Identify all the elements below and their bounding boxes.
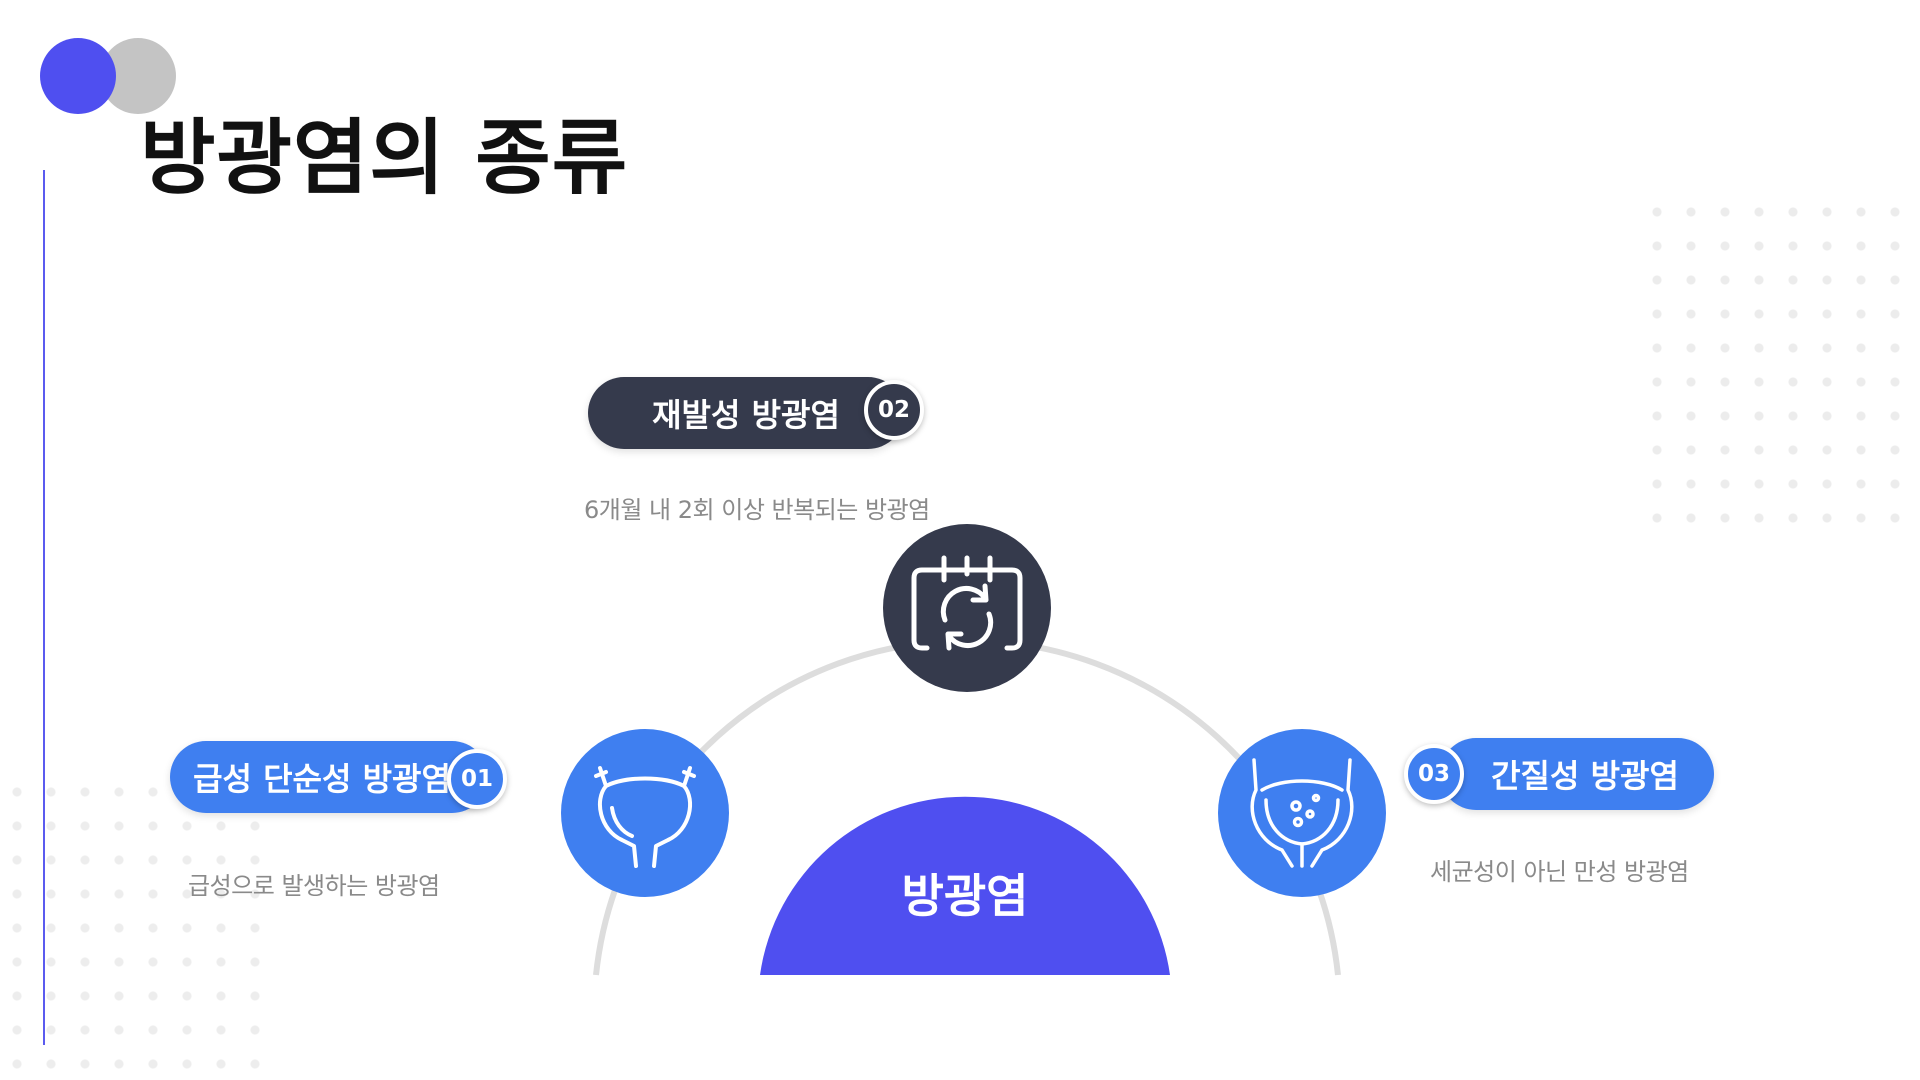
- type-03-pill: 간질성 방광염: [1440, 738, 1714, 810]
- inflamed-bladder-icon: [1250, 758, 1354, 868]
- type-03-label: 간질성 방광염: [1491, 757, 1679, 795]
- type-03-number: 03: [1417, 761, 1450, 787]
- type-02-number: 02: [877, 397, 910, 423]
- node-02-icon-circle: [883, 524, 1051, 692]
- header-dot-blue: [40, 38, 116, 114]
- calendar-recurring-icon: [911, 555, 1023, 651]
- node-03-icon-circle: [1218, 729, 1386, 897]
- node-01-icon-circle: [561, 729, 729, 897]
- type-02-description: 6개월 내 2회 이상 반복되는 방광염: [584, 496, 930, 524]
- type-02-pill: 재발성 방광염: [588, 377, 904, 449]
- type-01-pill: 급성 단순성 방광염: [170, 741, 488, 813]
- left-vertical-line: [43, 170, 45, 1045]
- type-01-number-badge: 01: [447, 749, 507, 809]
- page-title: 방광염의 종류: [140, 111, 629, 206]
- center-label: 방광염: [901, 869, 1029, 923]
- type-03-number-badge: 03: [1404, 744, 1464, 804]
- center-semicircle: [760, 796, 1170, 975]
- type-01-number: 01: [460, 766, 493, 792]
- type-02-number-badge: 02: [864, 380, 924, 440]
- type-01-label: 급성 단순성 방광염: [193, 760, 451, 798]
- bladder-icon: [594, 766, 696, 868]
- type-03-description: 세균성이 아닌 만성 방광염: [1430, 858, 1689, 886]
- type-02-label: 재발성 방광염: [652, 396, 840, 434]
- dot-pattern-right: [1640, 195, 1920, 545]
- type-01-description: 급성으로 발생하는 방광염: [188, 872, 440, 900]
